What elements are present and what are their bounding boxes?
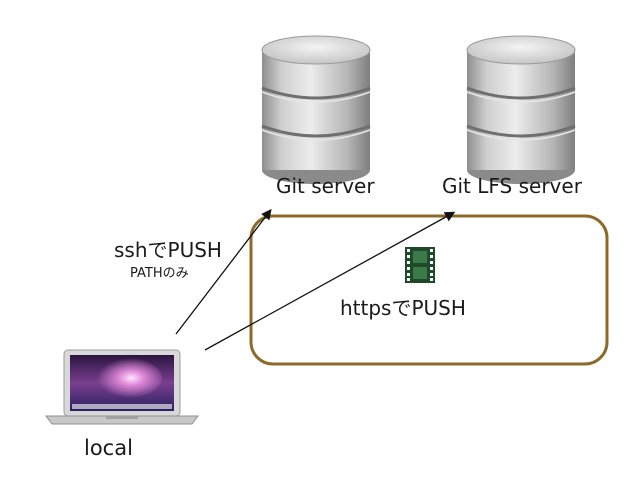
film-strip-icon	[405, 247, 435, 283]
ssh-push-arrow	[175, 208, 272, 335]
https-push-label: httpsでPUSH	[340, 296, 466, 320]
git-server-database-icon	[261, 35, 371, 184]
ssh-push-label: sshでPUSH	[114, 238, 222, 262]
local-client-label: local	[84, 436, 133, 460]
https-channel-box	[249, 214, 609, 366]
lfs-server-label: Git LFS server	[442, 174, 582, 198]
laptop-icon	[45, 349, 199, 425]
https-push-arrow	[204, 211, 456, 351]
lfs-server-database-icon	[466, 35, 576, 184]
ssh-push-note: PATHのみ	[130, 266, 189, 281]
git-server-label: Git server	[276, 174, 375, 198]
